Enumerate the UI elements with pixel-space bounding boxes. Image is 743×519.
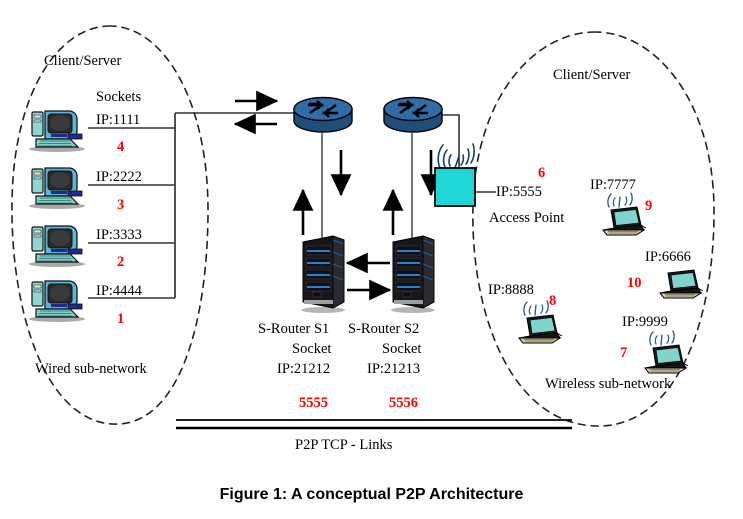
wireless-host-num-8: 8 (549, 293, 557, 309)
host-ip-3: IP:3333 (96, 227, 142, 243)
wireless-laptop-icon-8888[interactable] (510, 300, 566, 353)
wireless-laptop-icon-6666[interactable] (655, 263, 711, 310)
desktop-computer-icon-2[interactable] (24, 163, 90, 214)
wired-client-server-title: Client/Server (44, 53, 122, 69)
wireless-host-num-10: 10 (627, 275, 642, 291)
access-point-num: 6 (538, 165, 546, 181)
server-s1-name: S-Router S1 (258, 321, 330, 337)
figure-caption: Figure 1: A conceptual P2P Architecture (219, 486, 524, 503)
wired-subnetwork-label: Wired sub-network (35, 361, 147, 377)
desktop-computer-icon-1[interactable] (24, 106, 90, 157)
desktop-computer-icon-3[interactable] (24, 221, 90, 272)
host-ip-2: IP:2222 (96, 169, 142, 185)
router-icon-s2[interactable] (378, 95, 448, 142)
server-s1-port: 5555 (299, 395, 328, 411)
wireless-laptop-icon-9999[interactable] (636, 330, 692, 383)
server-rack-icon-s1[interactable] (297, 232, 349, 319)
server-s1-socket-label: Socket (292, 341, 332, 357)
access-point-icon[interactable] (428, 142, 490, 213)
wireless-host-ip-8888: IP:8888 (488, 282, 534, 298)
server-rack-icon-s2[interactable] (387, 232, 439, 319)
wireless-laptop-icon-7777[interactable] (594, 192, 650, 245)
host-num-2: 3 (117, 197, 125, 213)
access-point-label: Access Point (489, 210, 565, 226)
wireless-host-ip-6666: IP:6666 (645, 249, 691, 265)
router-icon-s1[interactable] (288, 95, 358, 142)
access-point-ip: IP:5555 (496, 184, 542, 200)
server-s1-ip: IP:21212 (277, 361, 331, 377)
server-s2-ip: IP:21213 (367, 361, 421, 377)
server-s2-socket-label: Socket (382, 341, 422, 357)
desktop-computer-icon-4[interactable] (24, 276, 90, 327)
host-ip-1: IP:1111 (96, 112, 141, 128)
server-s2-port: 5556 (389, 395, 418, 411)
wireless-host-num-7: 7 (620, 345, 628, 361)
server-s2-name: S-Router S2 (348, 321, 420, 337)
sockets-label: Sockets (96, 89, 142, 105)
host-num-3: 2 (117, 254, 125, 270)
p2p-links-label: P2P TCP - Links (295, 437, 393, 453)
wireless-host-num-9: 9 (645, 198, 653, 214)
host-num-4: 1 (117, 311, 125, 327)
wireless-subnetwork-label: Wireless sub-network (545, 376, 672, 392)
wireless-host-ip-9999: IP:9999 (622, 314, 668, 330)
wireless-host-ip-7777: IP:7777 (590, 177, 636, 193)
host-ip-4: IP:4444 (96, 283, 142, 299)
host-num-1: 4 (117, 139, 125, 155)
wireless-client-server-title: Client/Server (553, 67, 631, 83)
